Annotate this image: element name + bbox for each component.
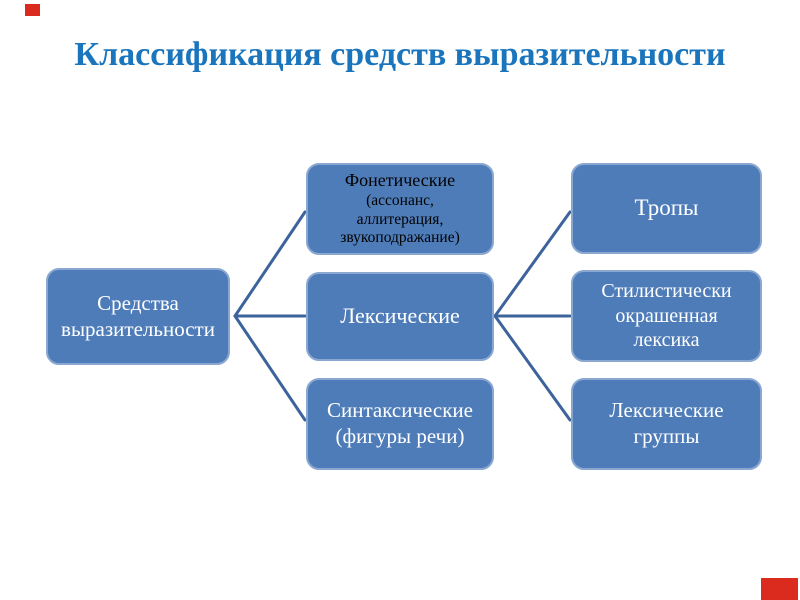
node-stylistically-colored-lexis: Стилистически окрашенная лексика	[571, 270, 762, 362]
node-means-of-expressiveness: Средства выразительности	[46, 268, 230, 365]
node-label: Лексические группы	[609, 398, 724, 448]
node-tropes: Тропы	[571, 163, 762, 254]
node-label: Фонетические	[344, 169, 456, 190]
slide-title: Классификация средств выразительности	[74, 36, 726, 73]
node-label: Средства выразительности	[61, 290, 215, 341]
connector-root-to-syntactic	[233, 314, 307, 422]
node-label: Лексические	[340, 303, 460, 329]
corner-accent-bottom-right	[761, 578, 798, 600]
node-syntactic: Синтаксические (фигуры речи)	[306, 378, 494, 470]
node-label: Стилистически окрашенная лексика	[601, 280, 732, 352]
connector-root-to-phonetic	[233, 210, 307, 318]
node-sublabel: (ассонанс, аллитерация, звукоподражание)	[340, 191, 460, 247]
connector-lexical-to-groups	[493, 314, 572, 422]
corner-accent-top-left	[25, 4, 40, 16]
node-lexical: Лексические	[306, 272, 494, 361]
node-label: Тропы	[634, 195, 699, 221]
node-label: Синтаксические (фигуры речи)	[327, 398, 473, 448]
node-lexical-groups: Лексические группы	[571, 378, 762, 470]
connector-lexical-to-tropes	[493, 210, 572, 318]
node-phonetic: Фонетические (ассонанс, аллитерация, зву…	[306, 163, 494, 255]
